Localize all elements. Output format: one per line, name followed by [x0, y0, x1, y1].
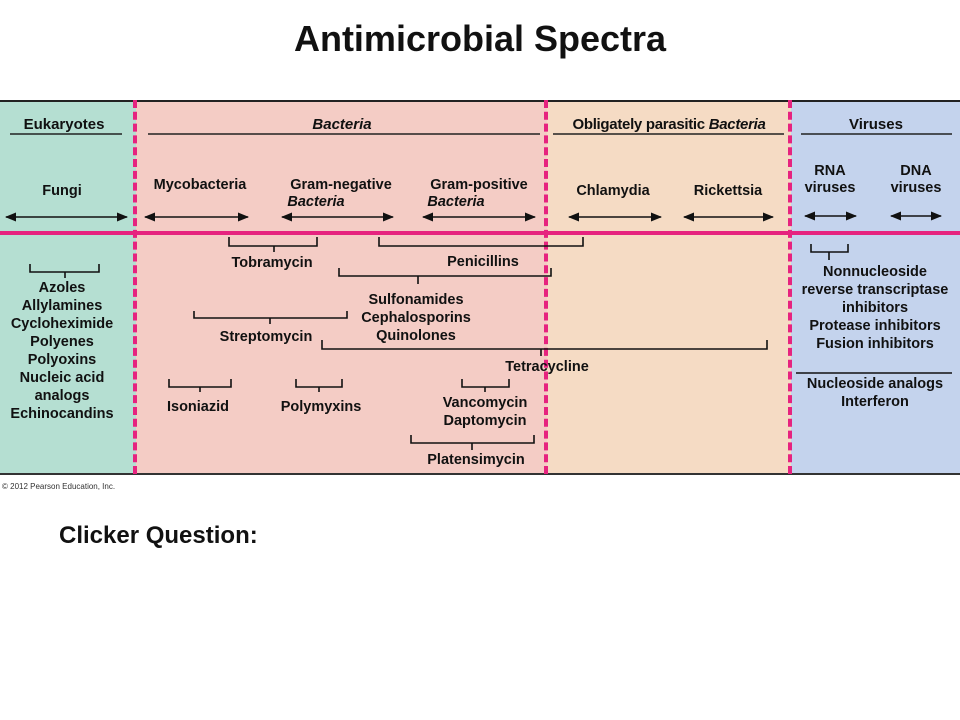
label-rickettsia: Rickettsia	[693, 183, 763, 199]
header-bacteria: Bacteria	[312, 116, 372, 133]
virus-drug-list: Nonnucleoside reverse transcriptase inhi…	[802, 263, 949, 353]
label-dna-viruses: viruses	[890, 180, 942, 196]
label-gram-positive-bacteria: Bacteria	[427, 194, 485, 210]
drug-polyenes: Polyenes	[30, 334, 94, 350]
divider-vertical-2	[544, 100, 548, 474]
header-viruses: Viruses	[849, 116, 903, 133]
bracket-streptomycin	[193, 311, 348, 324]
drug-allylamines: Allylamines	[21, 298, 103, 314]
top-rule	[0, 100, 960, 102]
divider-vertical-1	[133, 100, 137, 474]
label-gram-negative-bacteria: Bacteria	[287, 194, 345, 210]
bracket-polymyxins	[295, 379, 343, 392]
drug-azoles: Azoles	[38, 280, 86, 296]
drug-nucleic-acid: Nucleic acid	[19, 370, 105, 386]
drug-protease-inhibitors: Protease inhibitors	[809, 318, 941, 334]
drug-polyoxins: Polyoxins	[27, 352, 97, 368]
bracket-penicillins	[378, 237, 584, 247]
label-gram-negative: Gram-negative	[290, 177, 392, 193]
bracket-platensimycin	[410, 435, 535, 450]
divider-horizontal	[0, 231, 960, 235]
drug-isoniazid: Isoniazid	[166, 399, 230, 415]
drug-cycloheximide: Cycloheximide	[10, 316, 114, 332]
drug-reverse-transcriptase: reverse transcriptase	[801, 282, 949, 298]
drug-platensimycin: Platensimycin	[427, 452, 525, 468]
divider-vertical-3	[788, 100, 792, 474]
viruses-column	[791, 100, 960, 474]
label-fungi: Fungi	[42, 183, 82, 199]
drug-fusion-inhibitors: Fusion inhibitors	[816, 336, 934, 352]
drug-analogs: analogs	[34, 388, 90, 404]
bracket-vancomycin	[461, 379, 510, 392]
clicker-question-label: Clicker Question:	[59, 522, 258, 549]
drug-polymyxins: Polymyxins	[280, 399, 362, 415]
drug-streptomycin: Streptomycin	[219, 329, 313, 345]
label-dna: DNA	[900, 163, 932, 179]
drug-daptomycin: Daptomycin	[443, 413, 527, 429]
header-obligately-parasitic-text: Obligately parasitic Bacteria	[572, 116, 766, 133]
header-obligately-parasitic: Obligately parasitic Bacteria	[572, 116, 765, 133]
drug-quinolones: Quinolones	[376, 328, 456, 344]
bracket-isoniazid	[168, 379, 232, 392]
label-rna-viruses: viruses	[804, 180, 856, 196]
drug-vancomycin: Vancomycin	[442, 395, 528, 411]
copyright-notice: © 2012 Pearson Education, Inc.	[2, 482, 116, 491]
bacteria-column	[136, 100, 547, 474]
drug-inhibitors: inhibitors	[841, 300, 909, 316]
bracket-virus-drugs	[810, 244, 849, 260]
drug-nonnucleoside: Nonnucleoside	[823, 264, 927, 280]
eukaryotes-column	[0, 100, 136, 474]
drug-nucleoside-analogs: Nucleoside analogs	[806, 376, 944, 392]
label-chlamydia: Chlamydia	[576, 183, 650, 199]
header-eukaryotes: Eukaryotes	[23, 116, 105, 133]
label-mycobacteria: Mycobacteria	[153, 177, 247, 193]
virus-drug-list-2: Nucleoside analogs Interferon	[807, 375, 943, 411]
bracket-eukaryote-drugs	[29, 264, 100, 278]
drug-interferon: Interferon	[841, 394, 909, 410]
drug-penicillins: Penicillins	[447, 254, 519, 270]
bracket-tetracycline	[321, 340, 768, 356]
eukaryote-drug-list: Azoles Allylamines Cycloheximide Polyene…	[10, 279, 113, 423]
slide-title: Antimicrobial Spectra	[293, 18, 667, 59]
obligately-parasitic-column	[547, 100, 791, 474]
drug-sulfonamides: Sulfonamides	[368, 292, 464, 308]
drug-echinocandins: Echinocandins	[10, 406, 114, 422]
drug-tobramycin: Tobramycin	[231, 255, 313, 271]
label-gram-positive: Gram-positive	[430, 177, 528, 193]
label-rna: RNA	[814, 163, 846, 179]
bottom-rule	[0, 473, 960, 475]
drug-cephalosporins: Cephalosporins	[361, 310, 471, 326]
bracket-sulfonamides	[338, 268, 552, 284]
drug-tetracycline: Tetracycline	[505, 359, 589, 375]
spectrum-lines	[4, 133, 952, 450]
antimicrobial-spectra-figure: Eukaryotes Bacteria Obligately parasitic…	[0, 100, 960, 476]
bracket-tobramycin	[228, 237, 318, 252]
